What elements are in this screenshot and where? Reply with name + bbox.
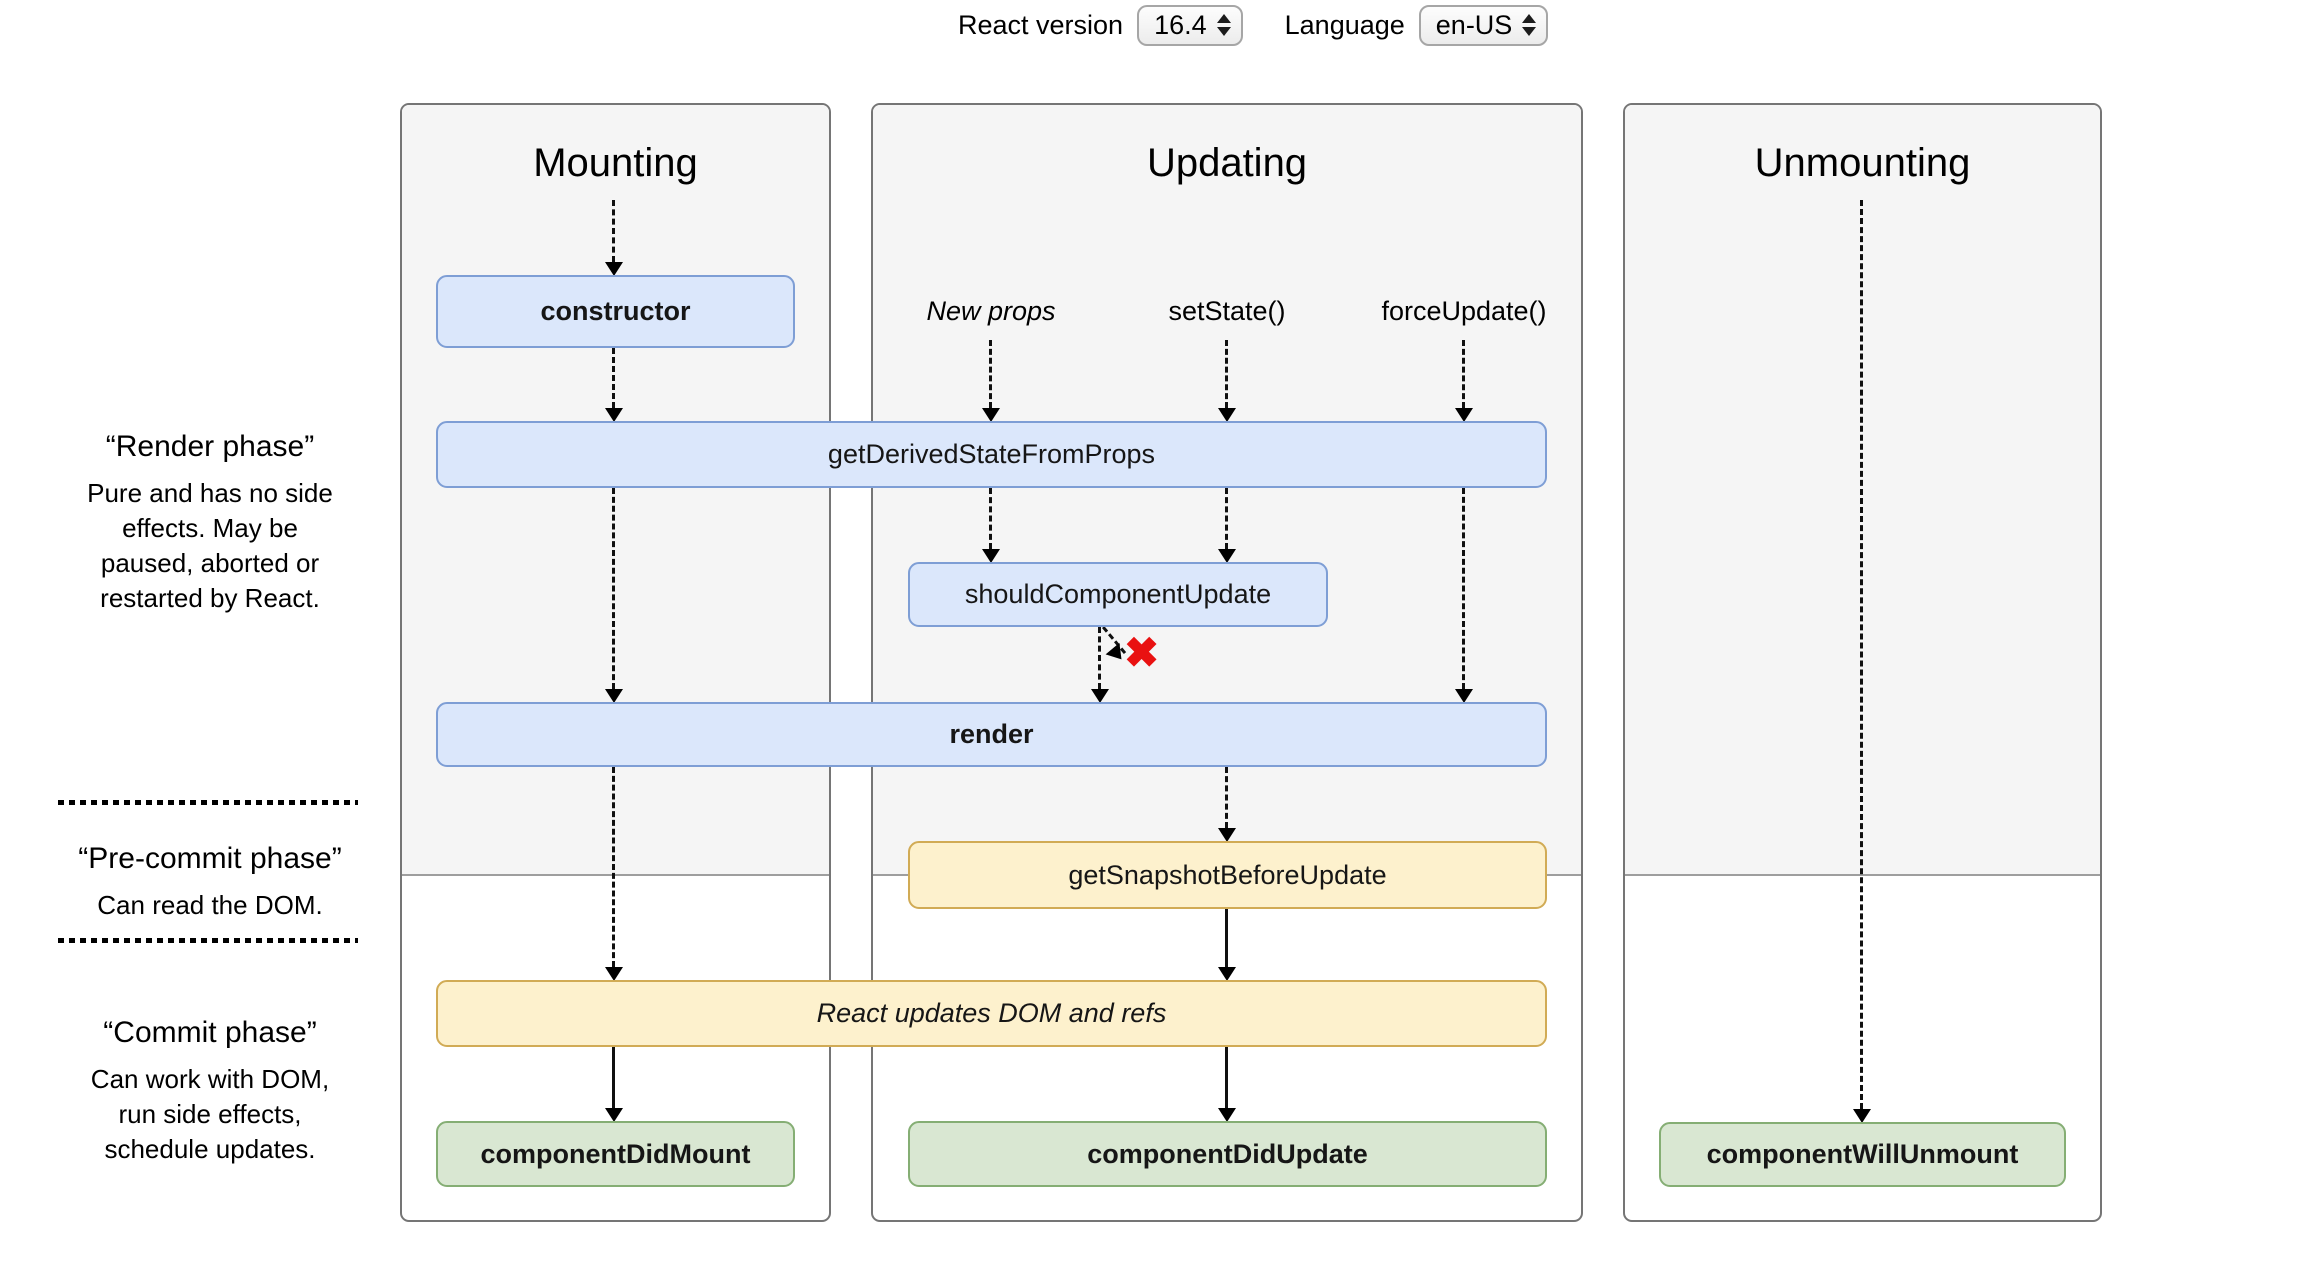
abort-x-icon: ✖ <box>1124 629 1160 676</box>
react-version-value: 16.4 <box>1154 9 1207 40</box>
language-label: Language <box>1284 9 1405 40</box>
react-version-label: React version <box>958 9 1124 40</box>
flow-line <box>1860 200 1863 1109</box>
language-value: en-US <box>1435 9 1513 40</box>
node-render[interactable]: render <box>436 702 1547 767</box>
pre-commit-phase-description: Can read the DOM. <box>97 890 323 920</box>
node-constructor[interactable]: constructor <box>436 275 795 348</box>
commit-phase-title: “Commit phase” <box>103 1016 317 1049</box>
arrowhead-icon <box>1218 1108 1236 1122</box>
trigger-set-state: setState() <box>1168 296 1286 326</box>
phase-divider <box>58 800 358 805</box>
mounting-column-title: Mounting <box>533 141 698 185</box>
trigger-force-update: forceUpdate() <box>1381 296 1547 326</box>
unmounting-column-title: Unmounting <box>1754 141 1971 185</box>
arrowhead-icon <box>1091 689 1109 703</box>
language-select[interactable]: en-US <box>1418 4 1549 46</box>
arrowhead-icon <box>1218 408 1236 422</box>
commit-phase-note: “Commit phase” Can work with DOM, run si… <box>55 1016 365 1167</box>
flow-line <box>1225 767 1228 828</box>
node-component-did-mount[interactable]: componentDidMount <box>436 1121 795 1187</box>
select-stepper-icon <box>1216 14 1231 36</box>
pre-commit-phase-title: “Pre-commit phase” <box>78 842 342 875</box>
arrowhead-icon <box>982 549 1000 563</box>
toolbar: React version 16.4 Language en-US <box>958 2 1549 48</box>
pre-commit-phase-note: “Pre-commit phase” Can read the DOM. <box>55 842 365 923</box>
node-component-did-update[interactable]: componentDidUpdate <box>908 1121 1547 1187</box>
flow-line <box>1462 340 1465 408</box>
arrowhead-icon <box>1455 689 1473 703</box>
flow-line <box>1225 488 1228 549</box>
node-should-component-update[interactable]: shouldComponentUpdate <box>908 562 1328 627</box>
node-component-will-unmount[interactable]: componentWillUnmount <box>1659 1122 2066 1187</box>
flow-line <box>612 488 615 689</box>
render-phase-note: “Render phase” Pure and has no side effe… <box>55 430 365 616</box>
trigger-new-props: New props <box>926 296 1056 326</box>
arrowhead-icon <box>605 262 623 276</box>
react-version-select[interactable]: 16.4 <box>1137 4 1243 46</box>
updating-column-title: Updating <box>1146 141 1308 185</box>
language-control: Language en-US <box>1284 4 1549 46</box>
flow-line <box>612 348 615 408</box>
react-version-control: React version 16.4 <box>958 4 1243 46</box>
chevron-down-icon <box>1216 27 1231 36</box>
render-phase-title: “Render phase” <box>105 430 315 463</box>
arrowhead-icon <box>605 408 623 422</box>
node-get-snapshot-before-update[interactable]: getSnapshotBeforeUpdate <box>908 841 1547 909</box>
flow-line <box>989 340 992 408</box>
flow-line <box>1225 909 1228 967</box>
chevron-up-icon <box>1216 14 1231 23</box>
arrowhead-icon <box>1218 549 1236 563</box>
chevron-down-icon <box>1522 27 1537 36</box>
flow-line <box>612 1047 615 1108</box>
flow-line <box>612 767 615 967</box>
phase-divider <box>58 938 358 943</box>
arrowhead-icon <box>1853 1109 1871 1123</box>
chevron-up-icon <box>1522 14 1537 23</box>
arrowhead-icon <box>1218 967 1236 981</box>
node-get-derived-state-from-props[interactable]: getDerivedStateFromProps <box>436 421 1547 488</box>
render-phase-description: Pure and has no side effects. May be pau… <box>87 478 333 613</box>
arrowhead-icon <box>982 408 1000 422</box>
arrowhead-icon <box>605 1108 623 1122</box>
flow-line <box>1225 1047 1228 1108</box>
flow-line <box>1462 488 1465 689</box>
flow-line <box>1225 340 1228 408</box>
node-react-updates-dom: React updates DOM and refs <box>436 980 1547 1047</box>
arrowhead-icon <box>605 967 623 981</box>
arrowhead-icon <box>605 689 623 703</box>
arrowhead-icon <box>1218 828 1236 842</box>
flow-line <box>989 488 992 549</box>
select-stepper-icon <box>1522 14 1537 36</box>
arrowhead-icon <box>1455 408 1473 422</box>
flow-line <box>1098 627 1101 689</box>
flow-line <box>612 200 615 262</box>
commit-phase-description: Can work with DOM, run side effects, sch… <box>90 1064 330 1164</box>
